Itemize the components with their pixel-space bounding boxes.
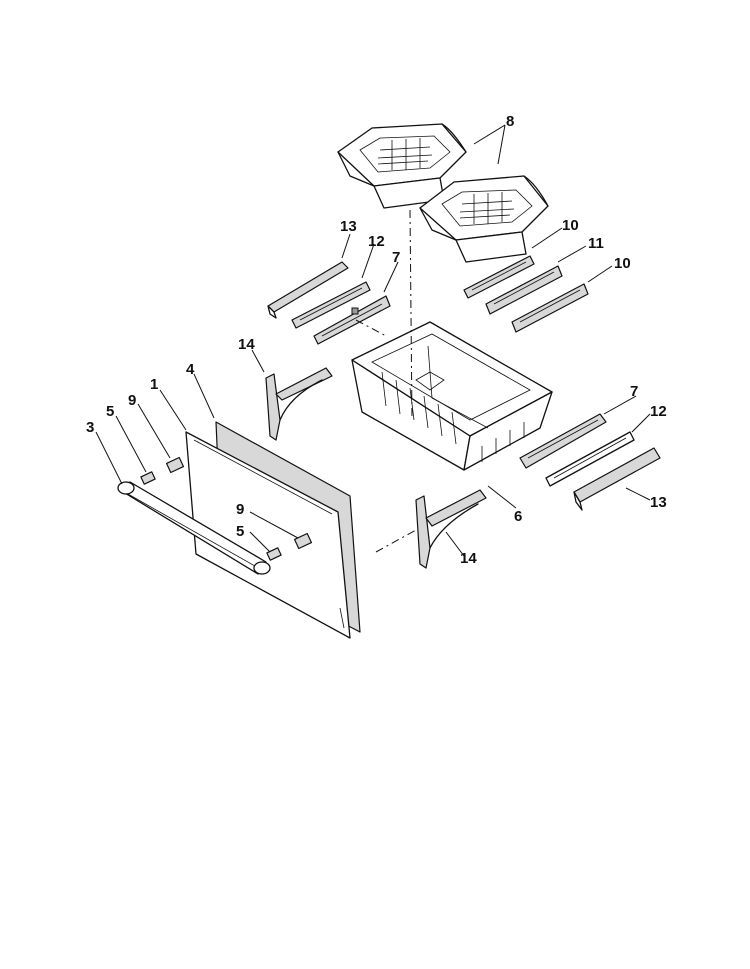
callout-13-lower: 13 xyxy=(650,494,667,511)
callout-14-upper: 14 xyxy=(238,336,255,353)
door-handle xyxy=(117,481,271,575)
callout-6: 6 xyxy=(514,508,522,525)
callout-3: 3 xyxy=(86,419,94,436)
upper-basket-right xyxy=(419,175,549,263)
callout-12-upper: 12 xyxy=(368,233,385,250)
upper-basket-left xyxy=(337,123,467,209)
callout-12-lower: 12 xyxy=(650,403,667,420)
callout-4: 4 xyxy=(186,361,195,378)
slide-rail-12-lower xyxy=(545,431,635,487)
callout-5-lower: 5 xyxy=(236,523,244,540)
callout-10-lower: 10 xyxy=(614,255,631,272)
spacer-9-upper xyxy=(165,456,185,474)
callout-9-lower: 9 xyxy=(236,501,244,518)
slide-rail-12-upper xyxy=(291,281,371,329)
spacer-9-lower xyxy=(293,532,313,550)
slide-rail-7-upper xyxy=(313,295,391,345)
callout-8: 8 xyxy=(506,113,514,130)
slide-rail-10-top xyxy=(463,255,535,299)
screw-5-lower xyxy=(266,547,282,561)
callout-1: 1 xyxy=(150,376,158,393)
callout-11: 11 xyxy=(588,235,604,252)
slide-rail-11 xyxy=(485,265,563,315)
rail-cover-13-lower xyxy=(573,447,661,511)
callout-13-upper: 13 xyxy=(340,218,357,235)
callout-7-upper: 7 xyxy=(392,249,400,266)
callout-5-upper: 5 xyxy=(106,403,114,420)
freezer-bin xyxy=(351,321,553,471)
bracket-14-upper xyxy=(265,367,333,441)
callout-labels: 8 13 12 7 10 11 10 14 4 1 9 5 3 7 12 13 … xyxy=(86,113,667,567)
door-panel xyxy=(185,431,351,639)
alignment-line-door xyxy=(375,529,417,553)
rail-cover-13-upper xyxy=(267,261,349,319)
callout-7-lower: 7 xyxy=(630,383,638,400)
callout-14-lower: 14 xyxy=(460,550,477,567)
alignment-line-basket xyxy=(409,209,413,421)
leader-lines xyxy=(95,124,651,557)
bracket-14-lower xyxy=(415,489,487,569)
callout-10-top: 10 xyxy=(562,217,579,234)
callout-9-upper: 9 xyxy=(128,392,136,409)
slide-rail-7-lower xyxy=(519,413,607,469)
screw-5-upper xyxy=(140,471,156,485)
alignment-line-rails xyxy=(355,319,387,337)
slide-rail-10-lower xyxy=(511,283,589,333)
